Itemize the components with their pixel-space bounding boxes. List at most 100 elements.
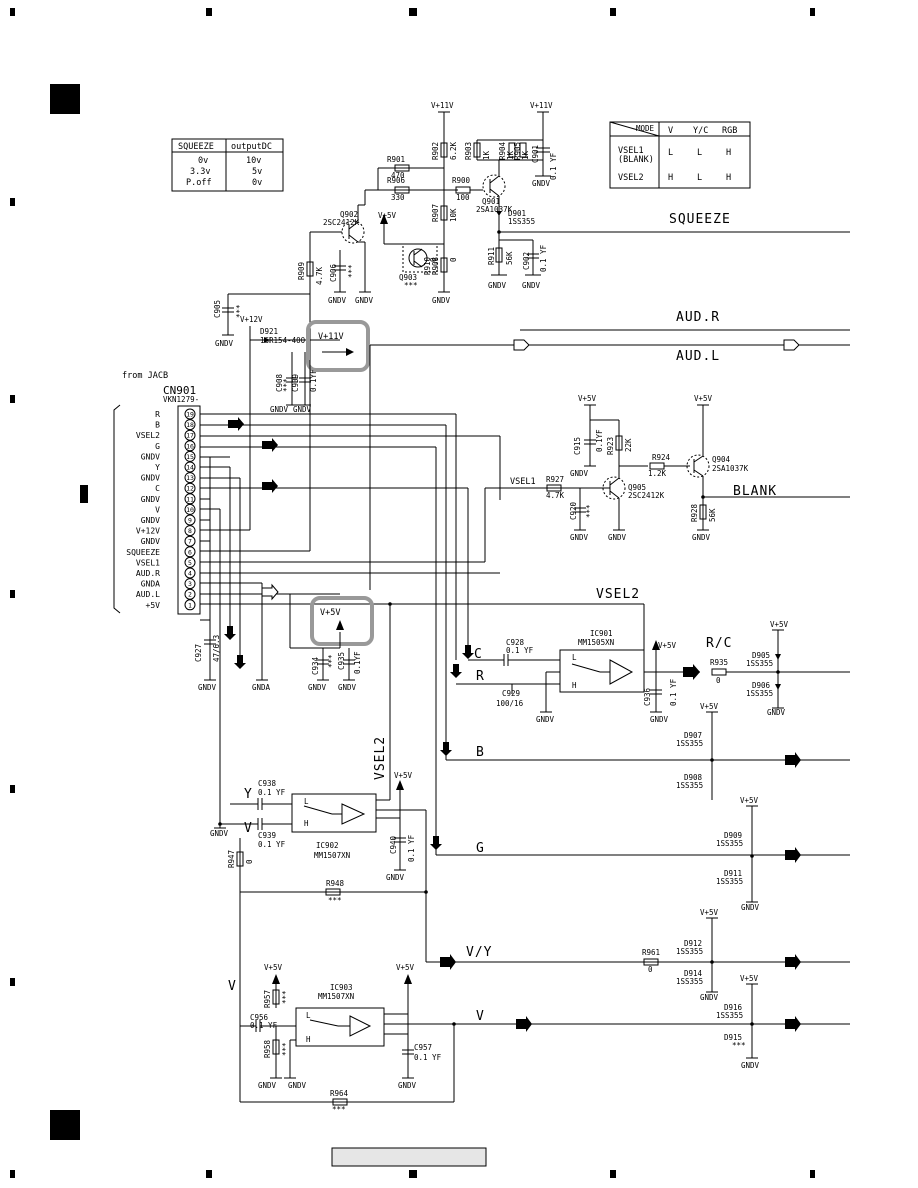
v5-label: V+5V — [700, 908, 719, 917]
gndv-label: GNDV — [293, 405, 312, 414]
squeeze-value: P.off — [186, 178, 212, 188]
ic903-label: IC903 — [330, 983, 353, 992]
v5-label: V+5V — [700, 702, 719, 711]
c935-label: C935 — [337, 652, 346, 670]
vy-line: V/Y R961 0 — [426, 945, 850, 974]
ic-h-marker: H — [304, 819, 309, 828]
gndv-label: GNDV — [258, 1081, 277, 1090]
mode-col-header: Y/C — [693, 126, 708, 136]
connector-pin-name: GNDV — [141, 452, 160, 461]
connector-pin-number: 19 — [186, 411, 194, 419]
mode-corner: MODE — [636, 124, 655, 133]
connector-pin-number: 7 — [188, 538, 192, 546]
squeeze-driver-circuit: V+11V V+11V R902 6.2K R903 1K R904 1K R9… — [213, 101, 850, 360]
r910-value: 0 — [429, 257, 438, 262]
gndv-label: GNDV — [650, 715, 669, 724]
c915-label: C915 — [573, 437, 582, 455]
mode-value: L — [697, 173, 702, 183]
d901-label: D901 — [508, 209, 526, 218]
q902-label: Q902 — [340, 210, 358, 219]
q905-transistor — [602, 476, 626, 500]
vsel2-bus: VSEL2 VSEL2 — [373, 587, 645, 801]
connector-pin-name: GNDV — [141, 516, 160, 525]
connector-pin — [184, 440, 196, 452]
connector-pin-name: GNDA — [141, 580, 160, 589]
r935-value: 0 — [716, 676, 721, 685]
ic903-body — [295, 1007, 385, 1047]
connector-pin-name: GNDV — [141, 537, 160, 546]
connector-pin-name: SQUEEZE — [126, 548, 160, 557]
q903-value: *** — [404, 281, 418, 290]
c936-value: 0.1 YF — [669, 678, 678, 706]
r905-value: 1K — [521, 150, 530, 160]
connector-pin-number: 6 — [188, 548, 192, 556]
gndv-label: GNDV — [536, 715, 555, 724]
gndv-label: GNDV — [570, 469, 589, 478]
d908-label: D908 — [684, 773, 703, 782]
r905-label: R905 — [513, 142, 522, 160]
v-in2-label: V — [228, 979, 237, 994]
squeeze-col-header: SQUEEZE — [178, 142, 214, 152]
connector-pin-number: 18 — [186, 421, 194, 429]
gndv-label: GNDV — [767, 708, 786, 717]
c909-label: C909 — [291, 374, 300, 392]
gndv-label: GNDV — [741, 903, 760, 912]
ic-l-marker: L — [304, 797, 309, 806]
gndv-label: GNDV — [215, 339, 234, 348]
d912-label: D912 — [684, 939, 702, 948]
r927-value: 4.7K — [546, 491, 565, 500]
d916-value: 1SS355 — [716, 1011, 743, 1020]
d912-value: 1SS355 — [676, 947, 703, 956]
squeeze-value: 3.3v — [190, 167, 210, 177]
gndv-label: GNDV — [608, 533, 627, 542]
c-in-label: C — [474, 647, 483, 662]
outputdc-col-header: outputDC — [231, 142, 272, 152]
r901-value: 470 — [391, 171, 405, 180]
c936-label: C936 — [643, 687, 652, 706]
connector-pin — [184, 450, 196, 462]
gndv-label: GNDV — [432, 296, 451, 305]
connector-pin — [184, 546, 196, 558]
c929-value: 100/16 — [496, 699, 524, 708]
r923-value: 22K — [624, 438, 633, 452]
d907-label: D907 — [684, 731, 702, 740]
gndv-label: GNDV — [210, 829, 229, 838]
ic901-switch: IC901 MM1505XN H L C928 0.1 YF C R C929 … — [450, 629, 850, 724]
cn901-label: CN901 — [163, 384, 196, 397]
c905-value: *** — [235, 304, 244, 318]
r964-value: *** — [332, 1105, 346, 1114]
gndv-label: GNDV — [198, 683, 217, 692]
r900-label: R900 — [452, 176, 471, 185]
g-label: G — [476, 841, 485, 856]
squeeze-output-label: SQUEEZE — [669, 212, 731, 227]
d906-label: D906 — [752, 681, 771, 690]
r907-label: R907 — [431, 204, 440, 222]
q902-transistor — [341, 220, 365, 244]
connector-pin-number: 1 — [188, 601, 192, 609]
r902-value: 6.2K — [449, 141, 458, 160]
connector-pin — [184, 599, 196, 611]
r957-value: *** — [281, 990, 290, 1004]
c928-label: C928 — [506, 638, 525, 647]
connector-pin-name: AUD.L — [136, 590, 160, 599]
connector-pin-name: +5V — [146, 601, 161, 610]
c906-value: *** — [347, 264, 356, 278]
v5-label: V+5V — [264, 963, 283, 972]
q901-value: 2SA1037K — [476, 205, 513, 214]
q903-label: Q903 — [399, 273, 417, 282]
c929-label: C929 — [502, 689, 520, 698]
connector-cn901: from JACB CN901 VKN1279- 19R18B17VSEL216… — [113, 371, 201, 615]
c909-value: 0.1YF — [309, 369, 318, 392]
r-in-label: R — [476, 669, 485, 684]
power-section: V+12V D921 1SR154-400 V+11V C908 *** C90… — [240, 315, 371, 590]
connector-pin — [184, 482, 196, 494]
d906-value: 1SS355 — [746, 689, 773, 698]
r910-label: R910 — [423, 256, 432, 275]
c934-value: *** — [327, 654, 336, 668]
connector-pin-number: 12 — [186, 485, 194, 493]
ic903-switch: V V+5V R957 *** IC903 MM1507XN H L C956 … — [228, 963, 850, 1114]
gndv-label: GNDV — [692, 533, 711, 542]
connector-pin-name: B — [155, 421, 160, 430]
connector-pin — [184, 567, 196, 579]
